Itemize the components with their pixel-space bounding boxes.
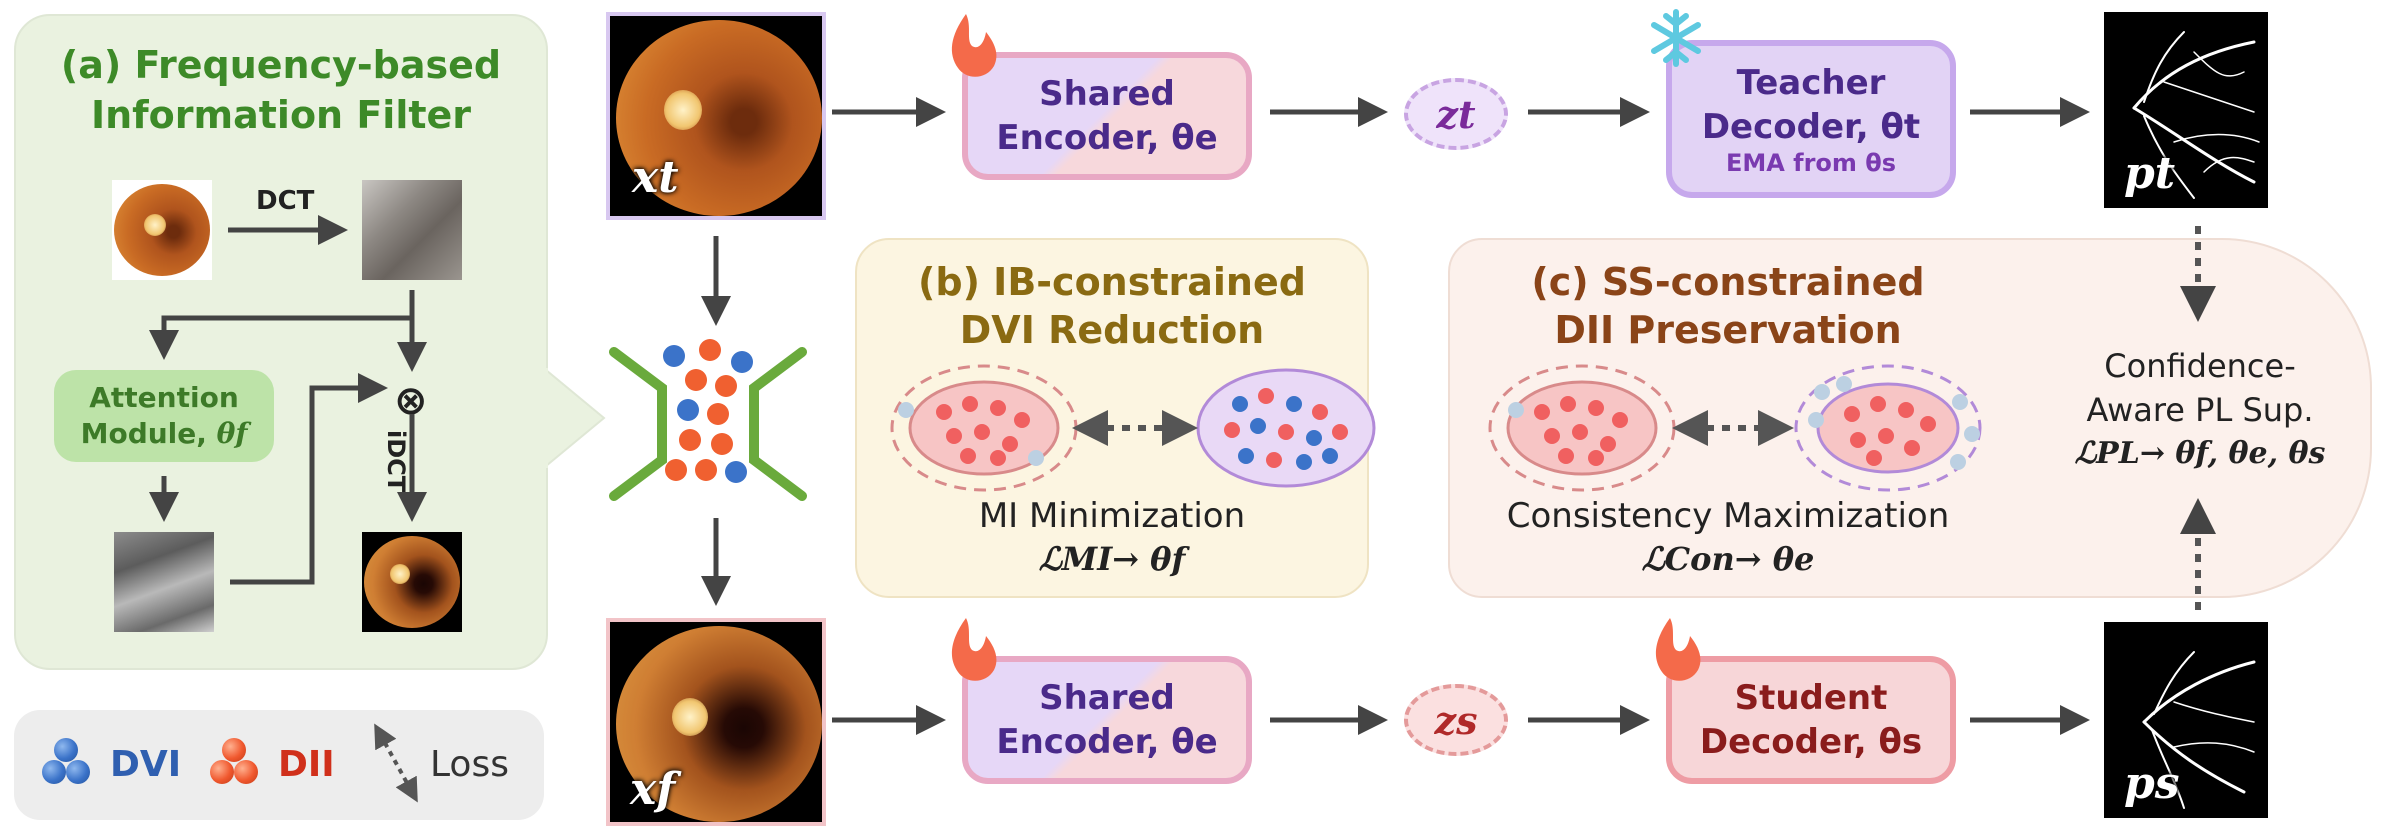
consistency-caption: Consistency Maximization (1506, 496, 1950, 536)
dct-label: DCT (256, 186, 315, 216)
information-bottleneck-icon (609, 347, 807, 501)
student-latent: zs (1404, 684, 1508, 756)
snowflake-icon (1651, 9, 1701, 67)
target-input-image (606, 12, 826, 220)
dct-spectrum-image (362, 180, 462, 280)
panel-b-title: (b) IB-constrained DVI Reduction (855, 258, 1369, 354)
dii-legend-icon (208, 738, 262, 792)
flame-icon (1655, 618, 1701, 681)
encoder-top-line2: Encoder, θe (996, 118, 1218, 158)
flame-icon (951, 14, 997, 77)
flame-icon (951, 618, 997, 681)
panel-c-title-line2: DII Preservation (1554, 308, 1902, 352)
attention-label-line2: Module, (80, 417, 217, 450)
mi-minimization-caption: MI Minimization (978, 496, 1246, 536)
panel-a-title: (a) Frequency-based Information Filter (14, 40, 548, 140)
pl-sup-line1: Confidence- (2104, 347, 2296, 385)
pl-sup-line2: Aware PL Sup. (2086, 391, 2314, 429)
filtered-input-label: xf (630, 764, 676, 815)
shared-encoder-top: Shared Encoder, θe (962, 52, 1252, 180)
consistency-loss-label: ℒCon→ θe (1641, 540, 1815, 578)
panel-b-title-line1: (b) IB-constrained (918, 260, 1306, 304)
dii-ellipse-c-teacher-outer (1794, 364, 1982, 492)
pl-supervision-label: Confidence- Aware PL Sup. ℒPL→ θf, θe, θ… (2040, 344, 2360, 476)
shared-encoder-bottom: Shared Encoder, θe (962, 656, 1252, 784)
legend (14, 710, 544, 820)
encoder-bottom-line2: Encoder, θe (996, 722, 1218, 762)
teacher-latent: zt (1404, 78, 1508, 150)
ema-label: EMA from θs (1725, 149, 1897, 177)
filtered-input-image (606, 618, 826, 826)
attention-param: θf (216, 417, 248, 450)
pl-loss-label: ℒPL→ θf, θe, θs (2074, 436, 2326, 471)
attention-label-line1: Attention (89, 381, 239, 414)
dii-ellipse-c-teacher (1816, 382, 1960, 474)
encoder-top-line1: Shared (1039, 74, 1175, 114)
loss-legend-label: Loss (430, 744, 509, 785)
input-fundus-thumbnail (112, 180, 212, 280)
teacher-decoder: Teacher Decoder, θt EMA from θs (1666, 40, 1956, 198)
attention-map-image (114, 532, 214, 632)
dvi-legend-icon (40, 738, 94, 792)
student-line2: Decoder, θs (1699, 722, 1923, 762)
teacher-output-label: pt (2124, 148, 2176, 199)
student-decoder: Student Decoder, θs (1666, 656, 1956, 784)
panel-b-title-line2: DVI Reduction (959, 308, 1265, 352)
attention-module-box: Attention Module, θf (54, 370, 274, 462)
student-output-label: ps (2124, 758, 2180, 809)
dvi-legend-label: DVI (110, 744, 182, 785)
filtered-fundus-thumbnail (362, 532, 462, 632)
loss-legend-icon (374, 723, 418, 803)
panel-c-title-line1: (c) SS-constrained (1531, 260, 1925, 304)
dii-legend-label: DII (278, 744, 335, 785)
student-prediction-image (2104, 622, 2268, 818)
target-input-label: xt (632, 152, 679, 203)
mi-loss-label: ℒMI→ θf (1038, 540, 1186, 578)
panel-a-title-line2: Information Filter (90, 93, 472, 137)
particles-layer (663, 339, 1980, 483)
student-line1: Student (1734, 678, 1888, 718)
teacher-line1: Teacher (1736, 63, 1886, 103)
teacher-line2: Decoder, θt (1701, 107, 1921, 147)
panel-a-title-line1: (a) Frequency-based (60, 43, 502, 87)
panel-c-title: (c) SS-constrained DII Preservation (1448, 258, 2008, 354)
teacher-prediction-image (2104, 12, 2268, 208)
encoder-bottom-line1: Shared (1039, 678, 1175, 718)
